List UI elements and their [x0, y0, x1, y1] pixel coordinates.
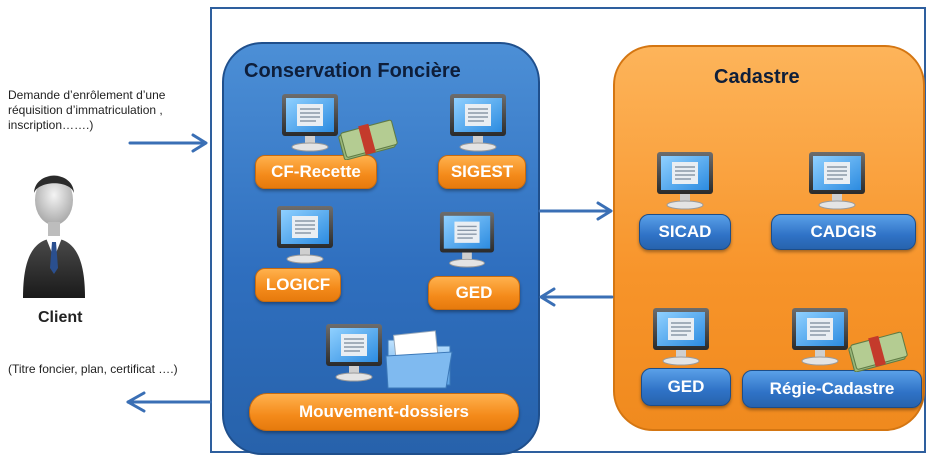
output-arrow: [126, 391, 212, 413]
request-text: Demande d’enrôlement d’une réquisition d…: [8, 88, 166, 132]
sigest-module[interactable]: SIGEST: [438, 155, 526, 189]
regie-cadastre-module[interactable]: Régie-Cadastre: [742, 370, 922, 408]
from-cadastre-arrow: [539, 287, 614, 307]
sigest-monitor-icon: [449, 93, 507, 152]
ged-cadastre-monitor-icon: [652, 307, 710, 366]
system-frame: [210, 7, 926, 453]
cf-recette-monitor-icon: [281, 93, 339, 152]
cadgis-monitor-icon: [808, 151, 866, 210]
money-icon: [337, 119, 399, 160]
logicf-monitor-icon: [276, 205, 334, 264]
regie-monitor-icon: [791, 307, 849, 366]
cf-recette-module[interactable]: CF-Recette: [255, 155, 377, 189]
logicf-module[interactable]: LOGICF: [255, 268, 341, 302]
client-label: Client: [38, 309, 83, 326]
cadastre-title: Cadastre: [714, 66, 800, 88]
ged-monitor-icon: [439, 211, 495, 268]
mouvement-monitor-icon: [325, 323, 383, 382]
folder-icon: [385, 330, 453, 389]
client-person-icon: [23, 175, 85, 298]
conservation-title: Conservation Foncière: [244, 60, 461, 82]
ged-module-conservation[interactable]: GED: [428, 276, 520, 310]
sicad-monitor-icon: [656, 151, 714, 210]
regie-money-icon: [847, 331, 909, 372]
request-arrow: [128, 133, 208, 153]
output-text: (Titre foncier, plan, certificat ….): [8, 362, 178, 376]
ged-module-cadastre[interactable]: GED: [641, 368, 731, 406]
sicad-module[interactable]: SICAD: [639, 214, 731, 250]
cadgis-module[interactable]: CADGIS: [771, 214, 916, 250]
mouvement-dossiers-module[interactable]: Mouvement-dossiers: [249, 393, 519, 431]
to-cadastre-arrow: [538, 201, 613, 221]
